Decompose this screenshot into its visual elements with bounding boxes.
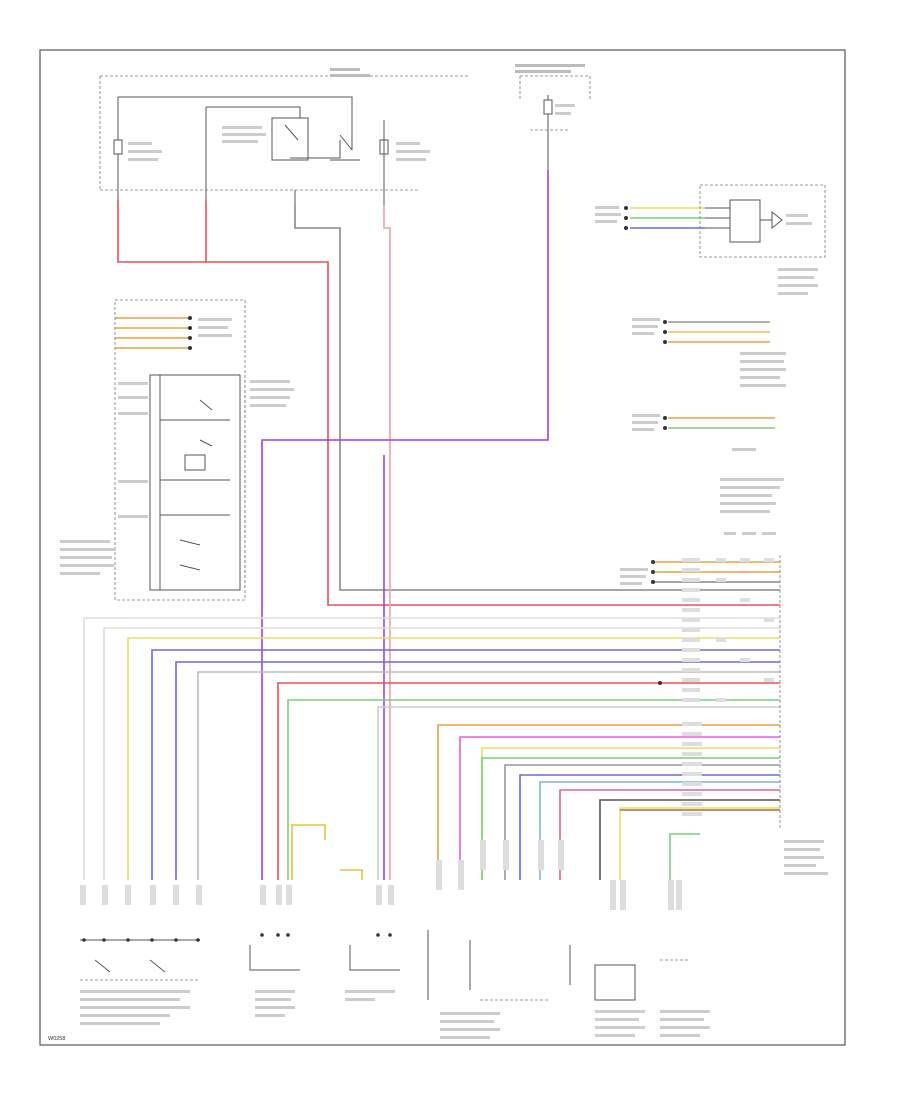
bottom-wire-tags [80, 840, 682, 910]
fuse-block-right [515, 64, 591, 180]
bottom-components [80, 930, 710, 1039]
right-side-labels [595, 206, 828, 875]
fuse-panel-area [99, 68, 470, 205]
left-switch-module [60, 299, 294, 601]
diagram-code: W0258 [48, 1036, 65, 1042]
diagram-frame [39, 49, 846, 1046]
wires [83, 170, 780, 880]
connector-dots [188, 206, 667, 685]
control-module-pin-table [682, 555, 781, 830]
bottom-connector-dots [82, 933, 392, 942]
instrument-cluster-module [699, 184, 826, 295]
